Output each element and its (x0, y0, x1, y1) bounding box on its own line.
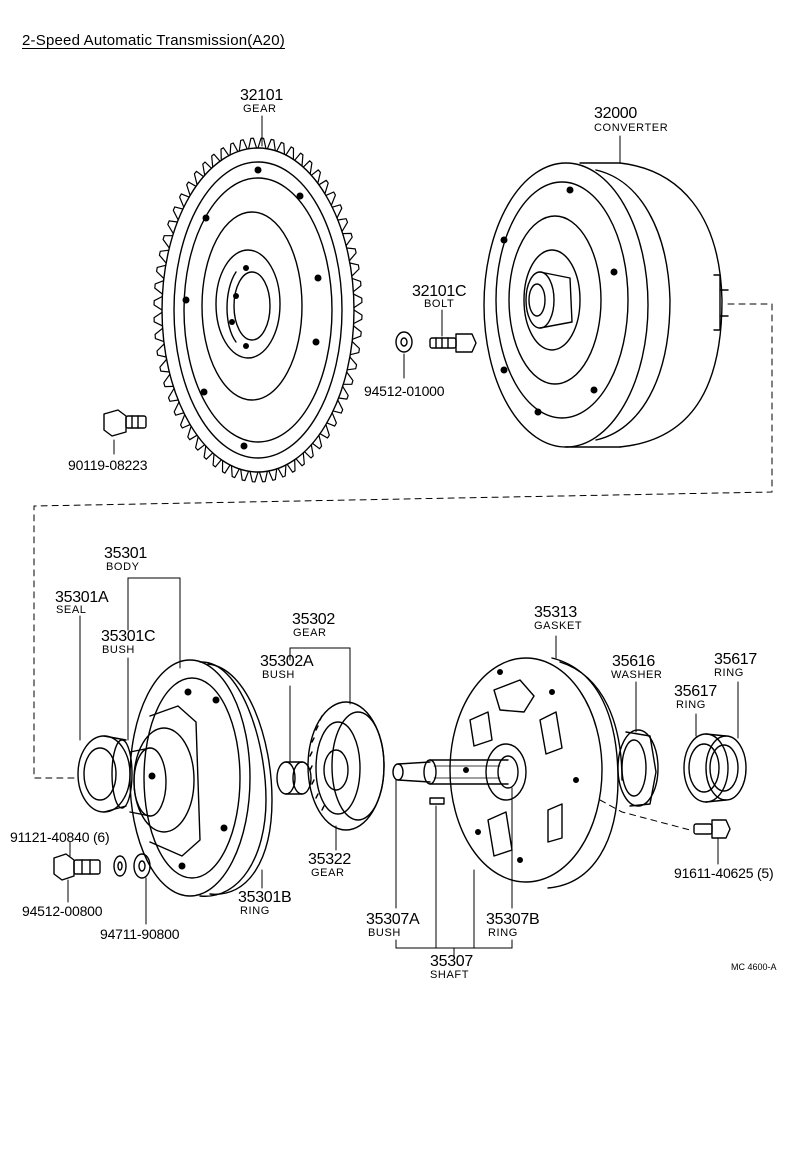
part-name-35616: WASHER (611, 669, 663, 681)
part-number-91121-40840: 91121-40840 (6) (10, 829, 110, 845)
part-number-35302a: 35302A (260, 653, 314, 670)
part-name-35617-outer: RING (714, 667, 744, 679)
part-name-35302: GEAR (293, 627, 327, 639)
part-number-32000: 32000 (594, 105, 637, 122)
part-name-32000: CONVERTER (594, 122, 669, 134)
part-number-35302: 35302 (292, 611, 335, 628)
part-name-35322: GEAR (311, 867, 345, 879)
connector-dashed-lines (33, 303, 773, 831)
part-name-35302a: BUSH (262, 669, 295, 681)
seal-35301a-drawing (77, 735, 133, 813)
pump-gears-drawing (307, 701, 385, 831)
washer-35616-drawing (617, 729, 659, 807)
part-name-35307: SHAFT (430, 969, 470, 981)
part-number-94512-00800: 94512-00800 (22, 903, 103, 919)
part-number-32101: 32101 (240, 87, 283, 104)
stator-support-drawing (449, 657, 623, 889)
bolt-91611-40625-drawing (693, 819, 731, 839)
diagram-title: 2-Speed Automatic Transmission(A20) (22, 32, 285, 49)
part-number-35307a: 35307A (366, 911, 420, 928)
part-number-35307: 35307 (430, 953, 473, 970)
part-number-32101c: 32101C (412, 283, 467, 300)
part-number-35322: 35322 (308, 851, 351, 868)
part-name-35307a: BUSH (368, 927, 401, 939)
part-name-35307b: RING (488, 927, 518, 939)
drawing-code: MC 4600-A (731, 962, 777, 972)
bush-35302a-drawing (276, 761, 312, 795)
part-name-35301: BODY (106, 561, 140, 573)
part-number-35301: 35301 (104, 545, 147, 562)
part-number-35617-outer: 35617 (714, 651, 757, 668)
flywheel-gear-drawing (153, 137, 363, 483)
part-name-35301b: RING (240, 905, 270, 917)
washer-94512-01000-drawing (395, 331, 413, 353)
bolt-91121-40840-drawing (53, 853, 101, 881)
part-number-94512-01000: 94512-01000 (364, 383, 445, 399)
part-name-35301c: BUSH (102, 644, 135, 656)
part-name-35617-inner: RING (676, 699, 706, 711)
part-number-35301c: 35301C (101, 628, 156, 645)
part-number-90119-08223: 90119-08223 (68, 457, 148, 473)
part-number-91611-40625: 91611-40625 (5) (674, 865, 774, 881)
part-name-32101c: BOLT (424, 298, 455, 310)
part-name-35301a: SEAL (56, 604, 87, 616)
part-number-35617-inner: 35617 (674, 683, 717, 700)
torque-converter-drawing (483, 162, 729, 448)
shaft-35307-drawing (392, 755, 519, 805)
bolt-32101c-drawing (429, 333, 477, 353)
part-number-94711-90800: 94711-90800 (100, 926, 180, 942)
rings-35617-drawing (683, 733, 747, 803)
bolt-90119-08223-drawing (103, 409, 147, 437)
washers-drawing (113, 853, 151, 879)
part-name-35313: GASKET (534, 620, 583, 632)
part-number-35307b: 35307B (486, 911, 540, 928)
part-number-35301a: 35301A (55, 589, 109, 606)
part-number-35616: 35616 (612, 653, 655, 670)
part-number-35313: 35313 (534, 604, 577, 621)
part-number-35301b: 35301B (238, 889, 292, 906)
leader-lines (67, 115, 739, 957)
part-name-32101: GEAR (243, 103, 277, 115)
pump-body-drawing (129, 659, 273, 897)
